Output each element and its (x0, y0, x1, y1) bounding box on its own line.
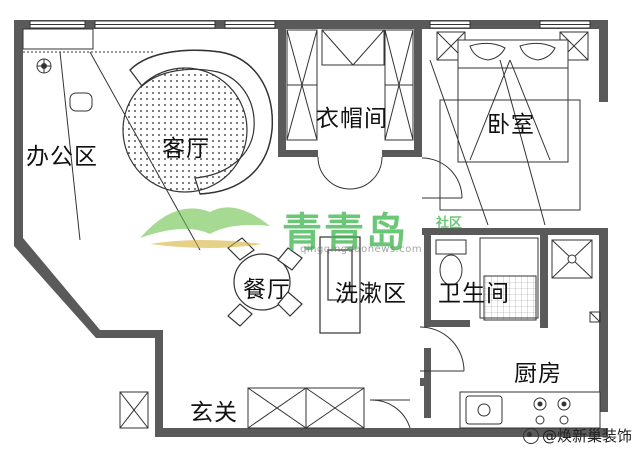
room-label-washing: 洗漱区 (335, 281, 407, 307)
credit-text: @焕新巢装饰 (541, 427, 632, 445)
room-label-living: 客厅 (162, 136, 210, 162)
watermark-logo-icon (140, 207, 270, 248)
platform-icon (522, 427, 539, 444)
room-label-kitchen: 厨房 (514, 361, 562, 387)
shower-tray (483, 275, 537, 321)
room-label-office: 办公区 (26, 144, 98, 170)
credit-tag: @焕新巢装饰 (522, 425, 632, 446)
cloakroom-wardrobes (286, 29, 414, 190)
room-label-bathroom: 卫生间 (438, 281, 510, 307)
bed (457, 39, 569, 163)
washing-door-arc (419, 326, 465, 372)
diagonal-wall (14, 238, 160, 338)
watermark-badge: 社区 (436, 216, 463, 231)
room-label-cloakroom: 衣帽间 (316, 106, 388, 132)
toilet-icon (439, 254, 463, 286)
bedroom-furniture (421, 31, 589, 226)
room-label-dining: 餐厅 (243, 277, 291, 303)
bathroom-fixtures (435, 237, 593, 321)
windows (29, 20, 591, 29)
round-carpet (122, 67, 248, 193)
outer-walls (14, 20, 608, 437)
interior-walls (278, 29, 608, 418)
watermark-url: qingqingdaonews.com (300, 244, 423, 255)
entrance-cabinet (119, 387, 411, 429)
room-label-entrance: 玄关 (190, 400, 238, 426)
washing-counter (319, 236, 361, 334)
stove-icon (533, 397, 547, 411)
room-label-bedroom: 卧室 (487, 112, 535, 138)
watermark-title: 青青岛 (282, 210, 408, 256)
curved-sofa (122, 49, 273, 195)
kitchen-counters (459, 311, 601, 429)
office-chair-icon (69, 92, 93, 112)
dining-set (227, 237, 303, 327)
